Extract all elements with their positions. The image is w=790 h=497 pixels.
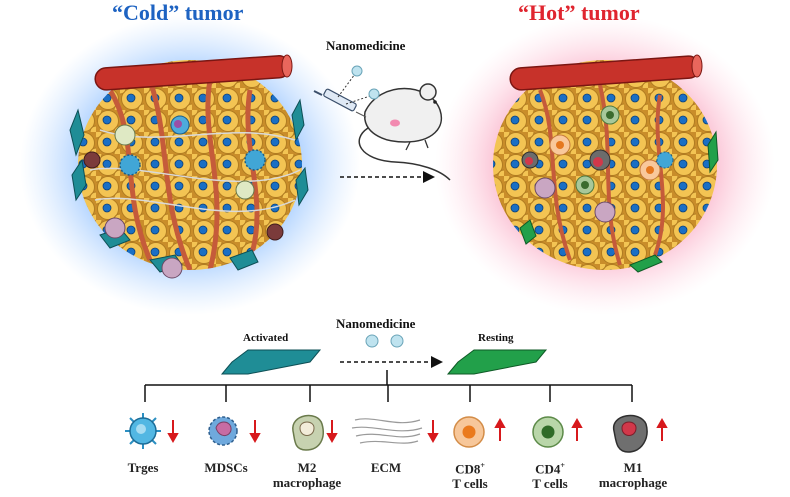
legend-label-cd4-tcells: CD4+T cells [532, 461, 568, 492]
m1-macrophage-icon [613, 414, 648, 453]
hot-immune-cells [521, 105, 674, 223]
cold-tumor-title: “Cold” tumor [112, 0, 244, 25]
trend-down-arrow-mdscs [249, 420, 261, 444]
cold-immune-cells [83, 115, 284, 279]
trend-up-arrow-m1 [656, 417, 668, 441]
activated-caf-shape [220, 349, 322, 375]
cold-tumor-diagram [20, 15, 360, 315]
legend-label-ecm: ECM [370, 460, 402, 475]
trend-down-arrow-m2 [326, 420, 338, 444]
syringe-icon [313, 88, 367, 118]
nanoparticle-dot-1 [365, 334, 379, 348]
legend-bracket [144, 370, 633, 402]
cd4-tcell-icon [532, 416, 564, 448]
resting-label: Resting [478, 332, 514, 344]
resting-caf-shape [446, 349, 548, 375]
trend-down-arrow-trges [167, 420, 179, 444]
legend-label-mdscs: MDSCs [204, 460, 248, 475]
cd8-tcell-icon [453, 416, 485, 448]
nanoparticle-dot-2 [390, 334, 404, 348]
legend-label-trges: Trges [127, 460, 159, 475]
treg-spiky-cell-icon [125, 413, 161, 449]
hot-tumor-title: “Hot” tumor [518, 0, 640, 25]
top-nanomedicine-label: Nanomedicine [326, 38, 406, 53]
trend-arrows [167, 417, 668, 444]
mouse-icon [358, 83, 451, 181]
hot-vessel-opening [691, 54, 703, 78]
cold-vessel-opening [281, 54, 293, 78]
mdsc-cell-icon [208, 416, 238, 446]
bottom-nanomedicine-label: Nanomedicine [336, 316, 416, 331]
hot-tumor-diagram [435, 15, 775, 315]
ecm-fibers-icon [351, 418, 423, 444]
activated-label: Activated [243, 332, 289, 344]
nanoparticle-dots-top [337, 65, 380, 105]
hot-resting-cafs [519, 130, 719, 273]
trend-down-arrow-ecm [427, 420, 439, 444]
m2-macrophage-icon [292, 414, 324, 451]
trend-up-arrow-cd4 [571, 417, 583, 441]
legend-label-cd8-tcells: CD8+T cells [452, 461, 488, 492]
trend-up-arrow-cd8 [494, 417, 506, 441]
